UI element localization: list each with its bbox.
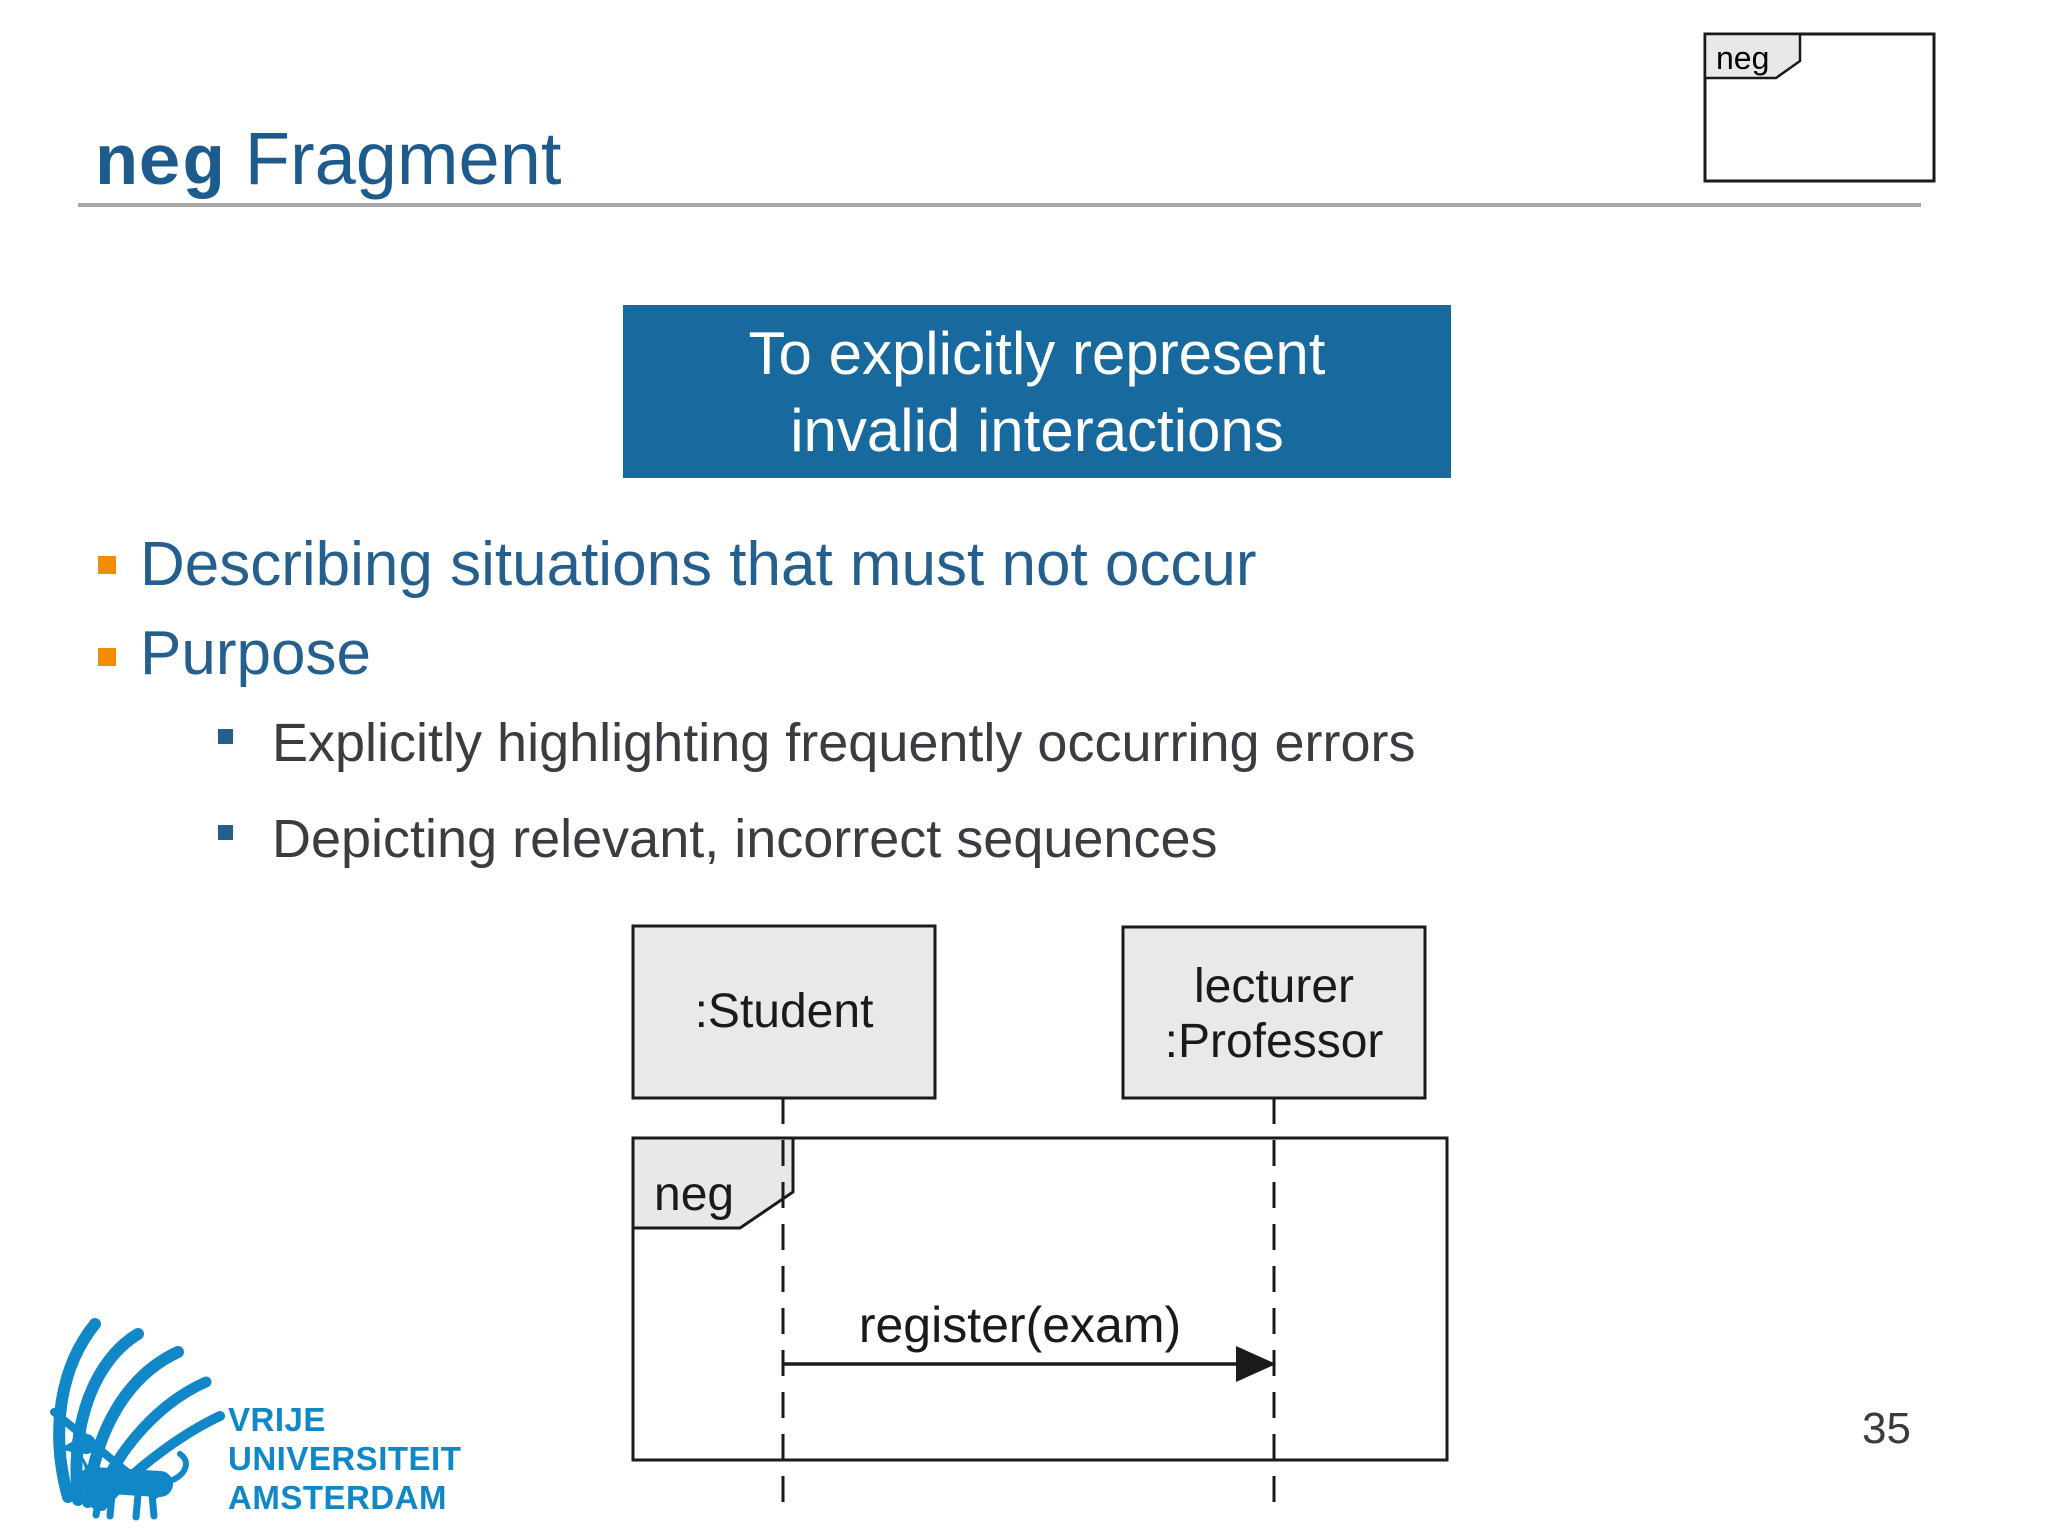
vu-logo-line1: VRIJE	[228, 1401, 326, 1438]
callout-line-1: To explicitly represent	[748, 319, 1326, 387]
sub-bullet-item: Depicting relevant, incorrect sequences	[272, 809, 1218, 869]
vu-logo-line2: UNIVERSITEIT	[228, 1440, 462, 1477]
callout-line-2: invalid interactions	[790, 396, 1284, 464]
lifeline-label-professor-line1: lecturer	[1194, 960, 1354, 1013]
neg-operator-label: neg	[654, 1168, 734, 1221]
page-number: 35	[1862, 1404, 1911, 1453]
lifeline-label-student: :Student	[695, 985, 874, 1038]
page-title: neg Fragment	[95, 116, 561, 207]
bullet-square	[98, 556, 116, 574]
message-label: register(exam)	[859, 1297, 1181, 1353]
fragment-operator-label: neg	[1716, 40, 1769, 76]
neg-fragment-frame	[631, 1136, 1449, 1462]
title-divider	[78, 203, 1921, 207]
bullet-square	[98, 648, 116, 666]
title-keyword: neg	[95, 124, 225, 206]
message-arrowhead	[1236, 1346, 1276, 1382]
sub-bullet-square	[218, 729, 233, 744]
fragment-operator-tab	[1703, 32, 1802, 80]
bullet-item: Purpose	[140, 619, 371, 688]
sub-bullet-square	[218, 825, 233, 840]
lifeline-label-professor-line2: :Professor	[1165, 1015, 1384, 1068]
title-rest: Fragment	[224, 117, 562, 200]
vu-griffin-logo-icon	[50, 1318, 225, 1521]
bullet-item: Describing situations that must not occu…	[140, 530, 1257, 599]
neg-fragment-icon: neg	[1703, 32, 1936, 183]
vu-logo-wordmark: VRIJE UNIVERSITEIT AMSTERDAM	[228, 1400, 461, 1517]
callout-box: To explicitly represent invalid interact…	[623, 305, 1451, 478]
sub-bullet-item: Explicitly highlighting frequently occur…	[272, 713, 1416, 773]
neg-operator-tab	[631, 1136, 795, 1230]
sequence-diagram: :Student lecturer :Professor neg registe…	[631, 924, 1449, 1508]
lifeline-box-professor	[1121, 925, 1427, 1100]
vu-logo-line3: AMSTERDAM	[228, 1479, 447, 1516]
